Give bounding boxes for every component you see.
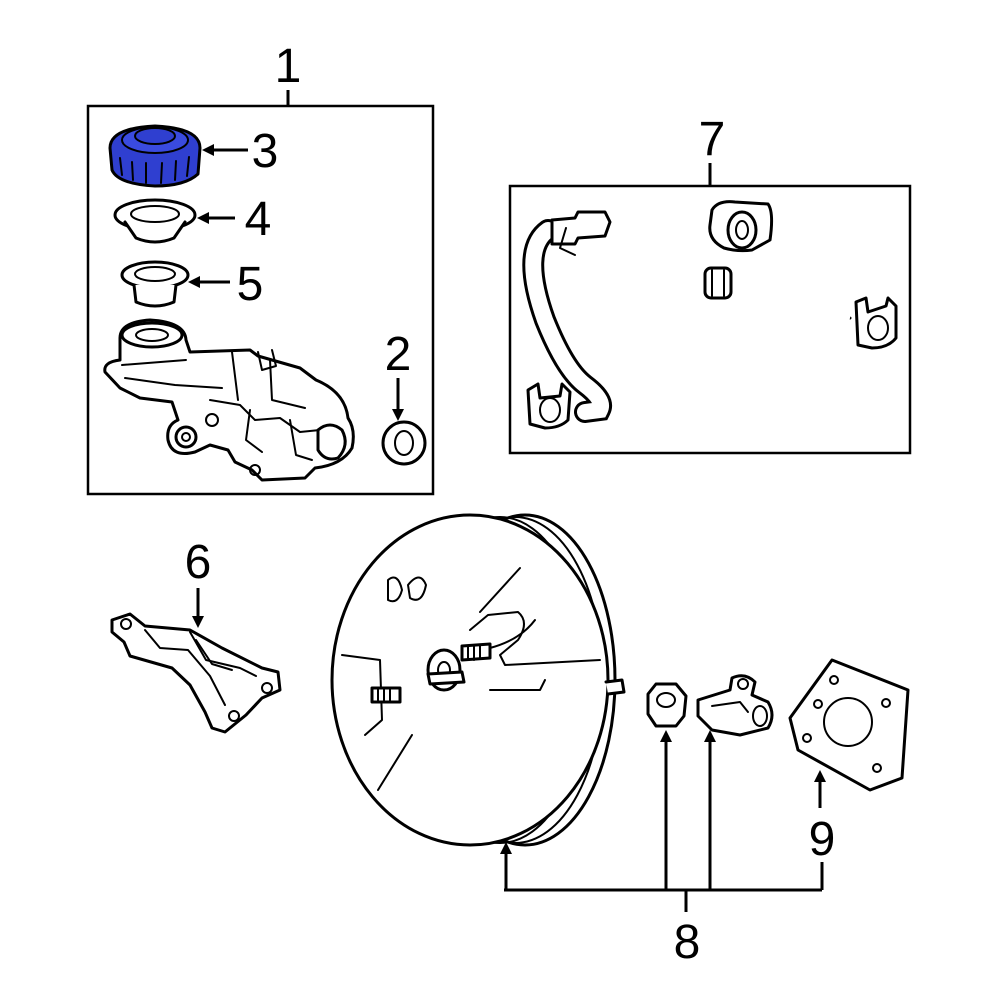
brake-booster-group: 8 9 — [330, 513, 910, 969]
callout-3-arrowhead — [202, 144, 214, 156]
callout-9-arrowhead — [814, 770, 826, 782]
callout-3: 3 — [252, 125, 279, 178]
booster-nut[interactable] — [646, 682, 688, 728]
bracket-group: 6 — [110, 536, 282, 734]
mounting-bracket[interactable] — [110, 612, 282, 734]
reservoir-seal[interactable] — [120, 260, 190, 308]
callout-5-arrowhead — [188, 276, 200, 288]
callout-2: 2 — [385, 328, 412, 381]
callout-8-arrowhead-nut — [660, 730, 672, 742]
callout-4: 4 — [245, 193, 272, 246]
callout-8: 8 — [674, 916, 701, 969]
vacuum-hose-group: 7 — [508, 113, 912, 455]
callout-4-arrowhead — [197, 212, 209, 224]
callout-9: 9 — [809, 813, 836, 866]
grommet-2[interactable] — [381, 420, 427, 466]
callout-6-arrowhead — [192, 616, 204, 628]
brake-booster[interactable] — [330, 513, 626, 847]
master-cylinder-body[interactable] — [103, 318, 355, 482]
callout-5: 5 — [237, 258, 264, 311]
booster-clevis[interactable] — [696, 674, 774, 737]
callout-2-arrowhead — [392, 409, 404, 421]
reservoir-strainer[interactable] — [113, 198, 197, 244]
vacuum-hose[interactable] — [522, 200, 898, 430]
master-cylinder-group: 1 3 4 5 — [86, 40, 435, 496]
reservoir-cap[interactable] — [108, 124, 202, 188]
callout-8-arrowhead-booster — [500, 842, 512, 854]
callout-7: 7 — [699, 113, 726, 166]
callout-8-arrowhead-clevis — [704, 730, 716, 742]
callout-6: 6 — [185, 536, 212, 589]
callout-1: 1 — [275, 40, 302, 93]
booster-gasket[interactable] — [788, 658, 910, 792]
